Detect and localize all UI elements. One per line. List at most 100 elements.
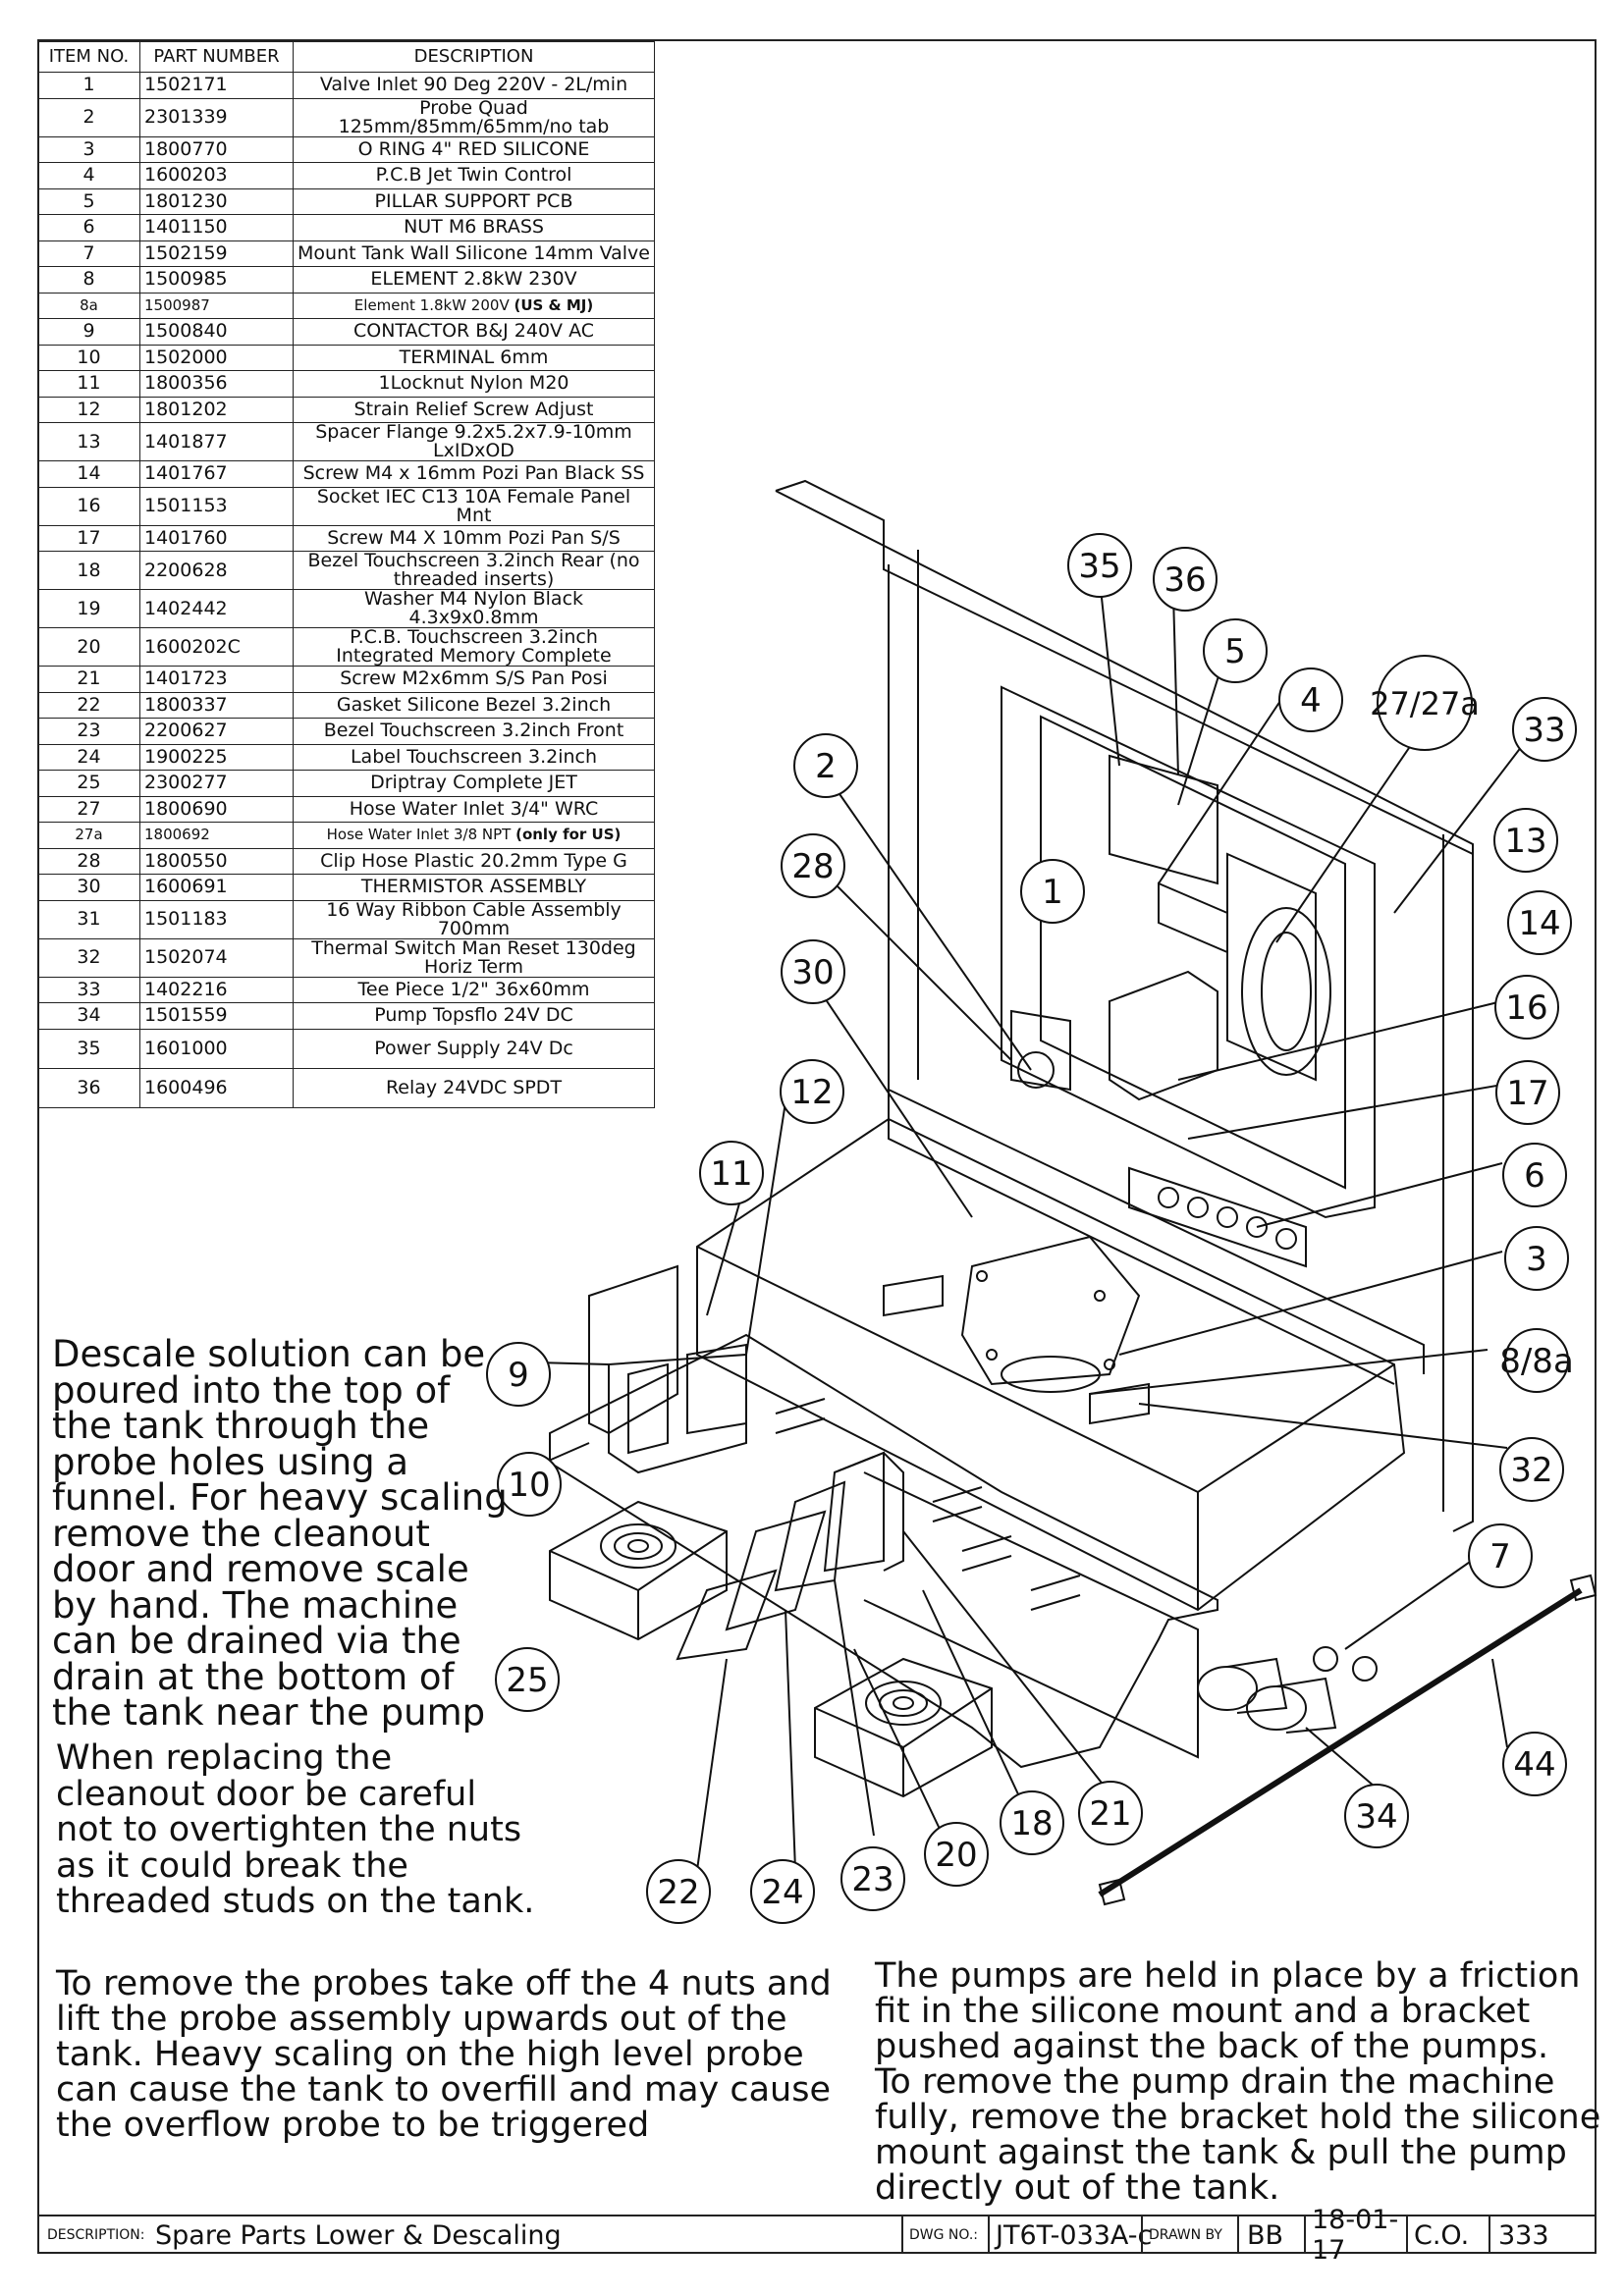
item-no-cell: 30: [37, 874, 140, 901]
part-number-cell: 1500840: [139, 318, 294, 346]
callout-bubble: 14: [1507, 890, 1572, 955]
callout-bubble: 25: [495, 1647, 560, 1712]
callout-bubble: 17: [1495, 1060, 1560, 1125]
description-cell: Washer M4 Nylon Black 4.3x9x0.8mm: [293, 588, 655, 628]
part-number-cell: 1402216: [139, 976, 294, 1003]
callout-label: 1: [1042, 873, 1063, 912]
item-no: 10: [77, 346, 101, 368]
part-description: Thermal Switch Man Reset 130deg Horiz Te…: [311, 936, 636, 978]
item-no-cell: 22: [37, 691, 140, 719]
part-description: ELEMENT 2.8kW 230V: [370, 268, 577, 291]
item-no: 24: [77, 745, 101, 768]
part-number: 1502159: [144, 241, 228, 264]
part-number-cell: 2200627: [139, 718, 294, 745]
part-number: 1601000: [144, 1037, 228, 1059]
callout-bubble: 6: [1502, 1143, 1567, 1207]
description-cell: O RING 4" RED SILICONE: [293, 135, 655, 163]
callout-bubble: 36: [1153, 547, 1218, 612]
item-no-cell: 21: [37, 666, 140, 693]
item-no-cell: 3: [37, 135, 140, 163]
item-no: 7: [82, 241, 95, 264]
part-description-note: (US & MJ): [514, 295, 594, 314]
part-number: 1600691: [144, 876, 228, 898]
item-no-cell: 12: [37, 396, 140, 423]
callout-bubble: 1: [1020, 859, 1085, 924]
callout-bubble: 22: [646, 1859, 711, 1924]
item-no: 18: [77, 559, 101, 581]
drawn-by-label: DRAWN BY: [1149, 2227, 1222, 2243]
part-description: Washer M4 Nylon Black 4.3x9x0.8mm: [363, 588, 584, 628]
part-description-note: (only for US): [515, 826, 622, 844]
item-no: 19: [77, 597, 101, 619]
item-no-cell: 34: [37, 1002, 140, 1030]
part-description: PILLAR SUPPORT PCB: [374, 189, 573, 212]
part-description: 1Locknut Nylon M20: [378, 372, 569, 395]
cleanout-door-note: When replacing the cleanout door be care…: [56, 1738, 535, 1921]
callout-bubble: 27/27a: [1370, 655, 1480, 751]
part-number: 2200628: [144, 559, 228, 581]
item-no: 20: [77, 635, 101, 658]
part-description: THERMISTOR ASSEMBLY: [360, 876, 587, 898]
part-description: Tee Piece 1/2" 36x60mm: [357, 978, 590, 1000]
callout-bubble: 21: [1078, 1781, 1143, 1845]
callout-bubble: 13: [1493, 808, 1558, 873]
descale-note: Descale solution can be poured into the …: [52, 1333, 508, 1734]
part-number: 1401877: [144, 430, 228, 453]
callout-bubble: 12: [780, 1059, 844, 1124]
item-no-cell: 5: [37, 187, 140, 215]
item-no: 11: [77, 372, 101, 395]
part-number-cell: 1600202C: [139, 627, 294, 667]
part-number: 1800690: [144, 797, 228, 820]
callout-label: 36: [1164, 561, 1206, 600]
callout-bubble: 4: [1278, 667, 1343, 732]
item-no: 3: [82, 137, 95, 160]
callout-bubble: 16: [1494, 975, 1559, 1040]
callout-bubble: 34: [1344, 1784, 1409, 1848]
item-no: 17: [77, 526, 101, 549]
part-number: 1800356: [144, 372, 228, 395]
parts-table-row: 11 1800356 1Locknut Nylon M20: [37, 370, 655, 398]
callout-label: 18: [1010, 1804, 1053, 1843]
item-no-cell: 14: [37, 460, 140, 488]
item-no: 28: [77, 849, 101, 872]
part-number-cell: 1600691: [139, 874, 294, 901]
dwg-no: JT6T-033A-c: [996, 2219, 1153, 2251]
item-no-cell: 13: [37, 422, 140, 461]
item-no: 6: [82, 216, 95, 239]
part-number: 1501183: [144, 908, 228, 930]
header-description: DESCRIPTION: [293, 41, 655, 73]
item-no: 27a: [75, 826, 103, 844]
callout-bubble: 32: [1499, 1437, 1564, 1502]
part-description: TERMINAL 6mm: [399, 346, 549, 368]
description-cell: Driptray Complete JET: [293, 770, 655, 797]
part-description: Label Touchscreen 3.2inch: [350, 745, 598, 768]
part-number: 1501559: [144, 1004, 228, 1027]
item-no-cell: 35: [37, 1028, 140, 1069]
description-cell: Hose Water Inlet 3/4" WRC: [293, 795, 655, 823]
item-no: 12: [77, 398, 101, 420]
item-no: 36: [77, 1076, 101, 1098]
item-no-cell: 23: [37, 718, 140, 745]
part-number: 2300277: [144, 772, 228, 794]
part-number-cell: 1401877: [139, 422, 294, 461]
description-cell: Socket IEC C13 10A Female Panel Mnt: [293, 486, 655, 526]
description-cell: NUT M6 BRASS: [293, 214, 655, 241]
item-no: 21: [77, 667, 101, 690]
drawn-by: BB: [1247, 2219, 1284, 2251]
part-description: Element 1.8kW 200V: [353, 295, 514, 314]
